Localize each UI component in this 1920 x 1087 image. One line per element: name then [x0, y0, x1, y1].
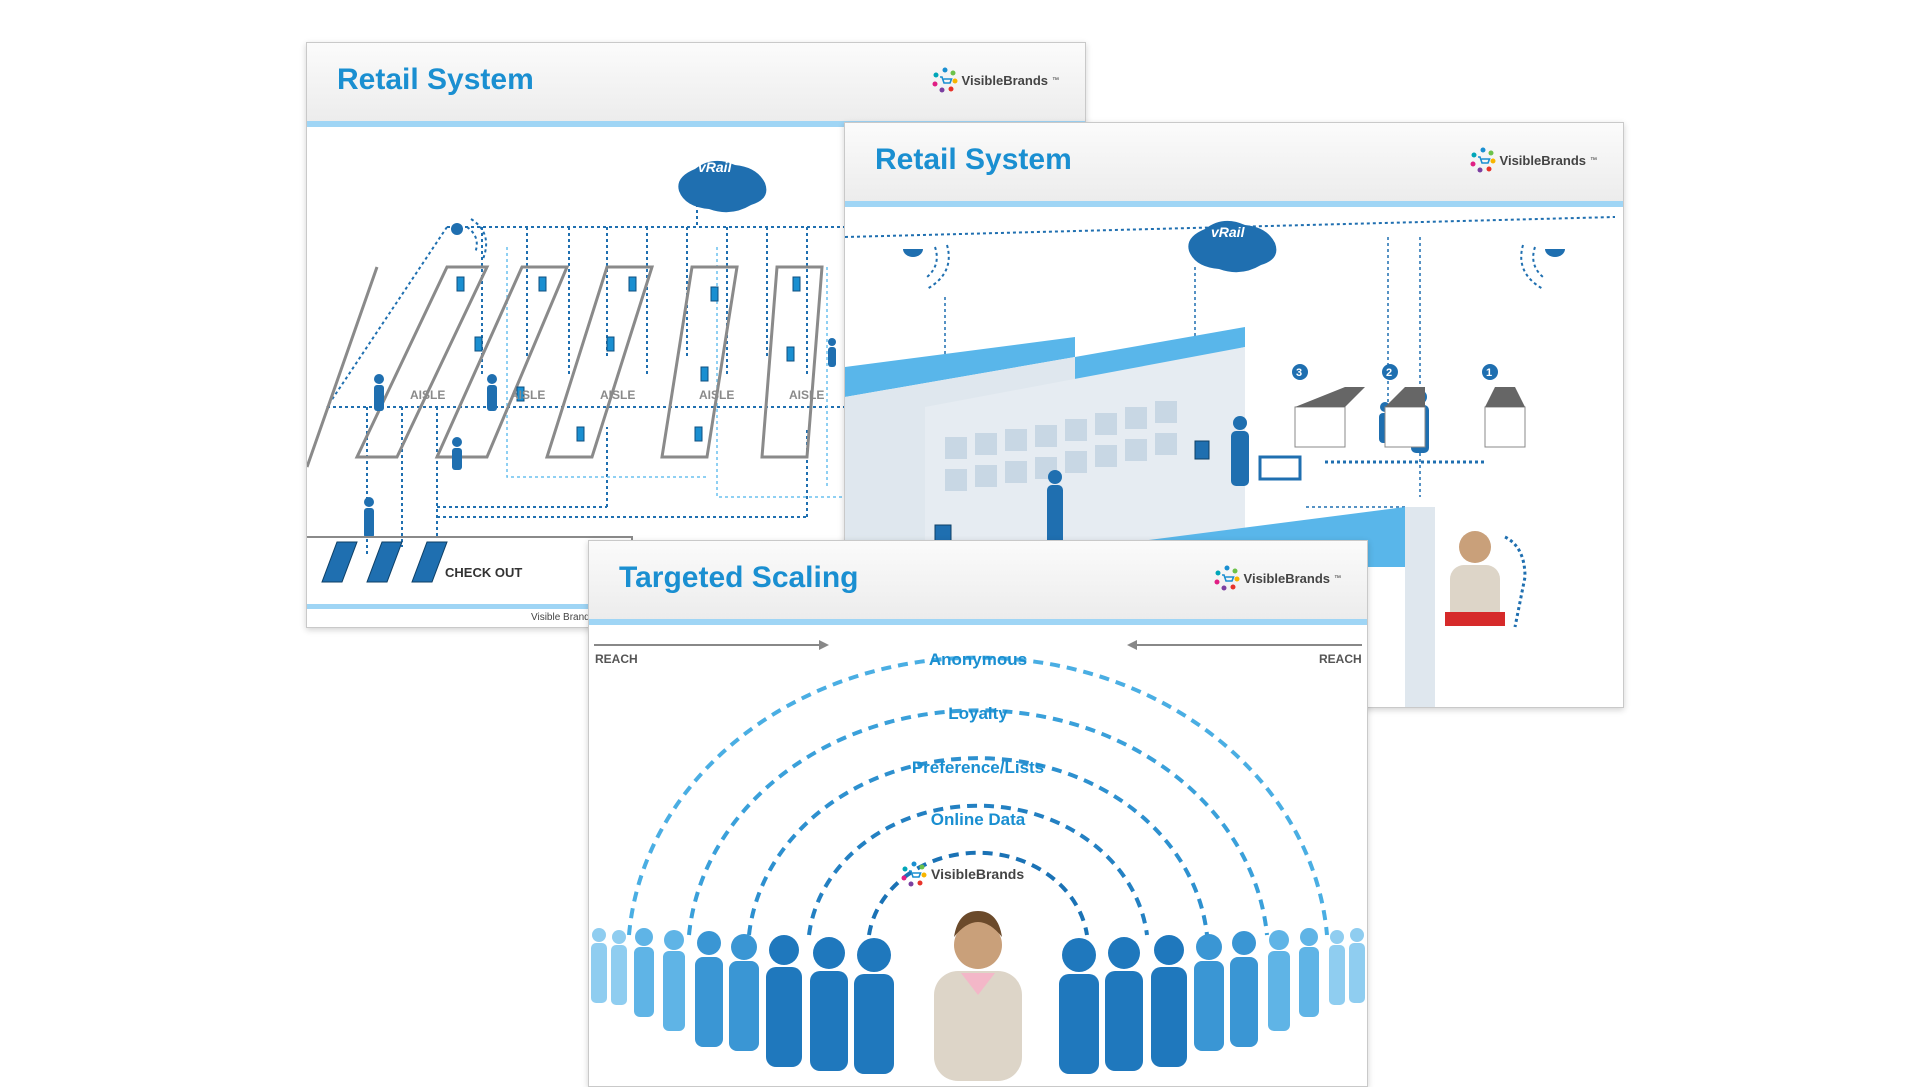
cart-logo-icon — [1214, 565, 1240, 591]
vrail-label: vRail — [698, 159, 733, 175]
aisle-label: AISLE — [410, 388, 445, 402]
ring-label-online-data: Online Data — [931, 810, 1026, 829]
cart-logo-icon — [901, 861, 927, 887]
ring-label-anonymous: Anonymous — [929, 650, 1027, 669]
shopper-silhouettes — [1047, 390, 1429, 545]
brand-name: VisibleBrands — [1499, 152, 1586, 168]
cart-logo-icon — [1470, 147, 1496, 173]
aisle-label: AISLE — [699, 388, 734, 402]
checkout-number-badges: 3 2 1 — [1292, 364, 1498, 380]
cart-logo-icon — [932, 67, 958, 93]
customer-photo — [934, 911, 1022, 1081]
reach-rings — [627, 655, 1329, 936]
vrail-hub-icon: vRail — [1188, 220, 1277, 273]
brand-name: VisibleBrands — [1243, 570, 1330, 586]
ring-label-loyalty: Loyalty — [948, 704, 1008, 723]
wireless-sensor-icon — [451, 218, 487, 260]
vrail-label: vRail — [1211, 224, 1246, 240]
shopper-silhouettes — [364, 338, 836, 538]
ceiling-sensor-icon — [903, 244, 950, 290]
center-brand-name: VisibleBrands — [931, 866, 1024, 882]
slide-title: Targeted Scaling — [619, 561, 859, 594]
slide-footer: Visible Brands — [531, 612, 595, 623]
crowd-silhouettes — [591, 911, 1365, 1081]
checkout-number: 1 — [1486, 367, 1492, 379]
reach-label-left: REACH — [595, 652, 638, 666]
reach-arrow-left — [594, 640, 829, 650]
slide-title: Retail System — [337, 63, 534, 96]
vrail-hub-icon: vRail — [678, 159, 767, 213]
reach-label-right: REACH — [1319, 652, 1362, 666]
header-rule — [307, 121, 1085, 127]
store-perspective-diagram: vRail — [845, 216, 1616, 707]
checkout-number: 2 — [1386, 367, 1392, 379]
checkout-label: CHECK OUT — [445, 565, 522, 580]
aisle-label: AISLE — [789, 388, 824, 402]
aisle-label: AISLE — [510, 388, 545, 402]
checkout-lanes — [321, 541, 448, 583]
reach-arrow-right — [1127, 640, 1362, 650]
brand-name: VisibleBrands — [961, 72, 1048, 88]
ring-label-preference: Preference/Lists — [912, 758, 1044, 777]
ceiling-sensor-icon — [1520, 244, 1565, 290]
customer-photo — [1445, 531, 1527, 628]
checkout-counters — [1294, 387, 1526, 448]
targeted-scaling-diagram: REACH REACH Anonymous Loyalty Preference… — [591, 640, 1365, 1081]
header-rule — [845, 201, 1623, 207]
checkout-number: 3 — [1296, 367, 1302, 379]
center-brand-logo: VisibleBrands — [901, 861, 1024, 887]
aisle-label: AISLE — [600, 388, 635, 402]
slide-title: Retail System — [875, 143, 1072, 176]
header-rule — [589, 619, 1367, 625]
